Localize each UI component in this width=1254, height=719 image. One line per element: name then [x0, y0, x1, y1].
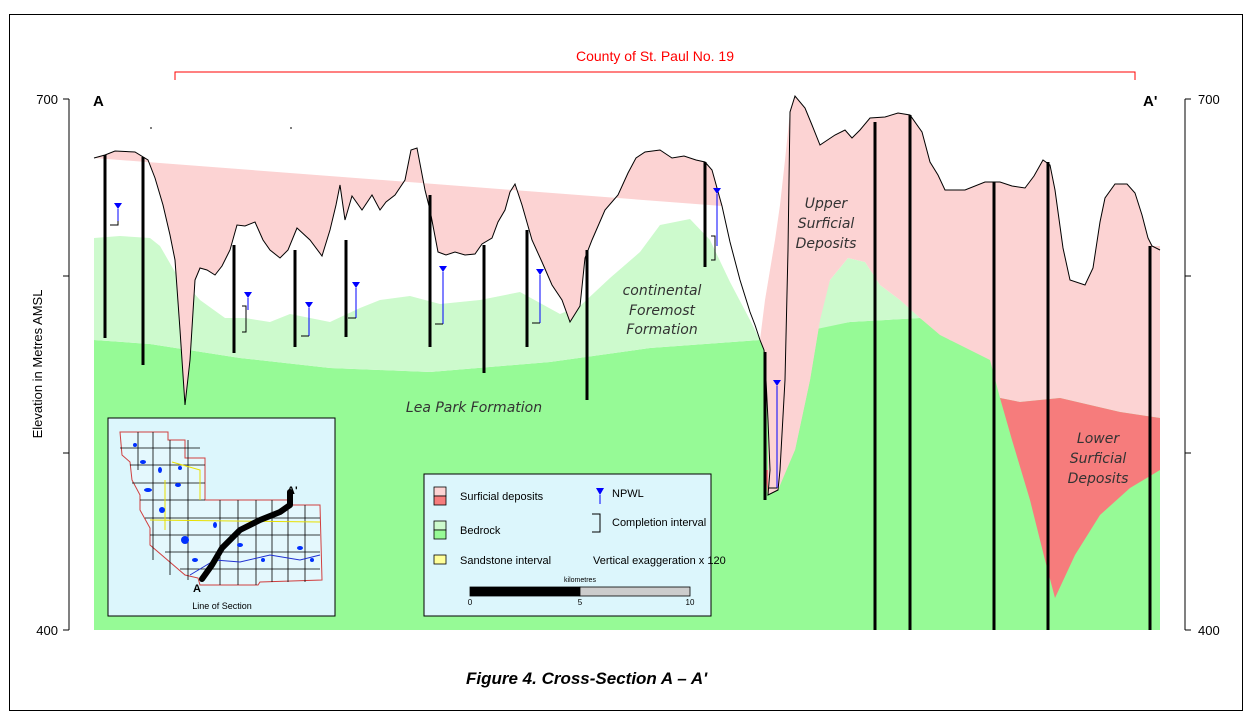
valley-bedrock-area	[760, 320, 820, 495]
svg-text:Upper: Upper	[805, 196, 849, 212]
section-end-label: A'	[1143, 93, 1157, 110]
foremost-formation-area	[94, 219, 760, 372]
scale-bar-black	[469, 586, 581, 597]
svg-text:continental: continental	[623, 283, 702, 299]
foremost-formation-east-area	[812, 258, 920, 330]
lea-park-label: Lea Park Formation	[406, 400, 542, 416]
scale-bar-grey	[579, 586, 691, 597]
inset-label-a: A	[193, 583, 201, 595]
location-map-inset: A A' Line of Section	[107, 417, 336, 617]
legend-npwl-label: NPWL	[612, 488, 644, 500]
svg-text:Foremost: Foremost	[629, 303, 695, 319]
scale-label-10: 10	[686, 598, 695, 607]
legend-bedrock-label: Bedrock	[460, 525, 501, 537]
npwl-marker	[769, 380, 781, 489]
county-label: County of St. Paul No. 19	[576, 48, 734, 64]
legend-completion-label: Completion interval	[612, 517, 706, 529]
upper-surficial-label: Upper Surficial Deposits	[796, 196, 857, 252]
section-start-label: A	[93, 93, 104, 110]
legend-sandstone-label: Sandstone interval	[460, 555, 551, 567]
npwl-markers	[110, 188, 781, 489]
lakes	[133, 443, 314, 562]
left-axis-top-label: 700	[36, 92, 58, 107]
legend-completion-symbol	[592, 513, 601, 533]
svg-text:Deposits: Deposits	[796, 236, 857, 252]
legend-surficial-swatch	[433, 486, 447, 506]
legend-npwl-symbol	[596, 488, 604, 504]
npwl-marker	[301, 302, 313, 337]
npwl-marker	[348, 282, 360, 319]
npwl-marker	[711, 188, 721, 261]
right-axis-bottom-label: 400	[1198, 623, 1220, 638]
highways	[149, 461, 321, 530]
legend: Surficial deposits Bedrock Sandstone int…	[423, 473, 726, 617]
figure-caption: Figure 4. Cross-Section A – A'	[466, 669, 708, 688]
legend-sandstone-swatch	[433, 554, 447, 565]
svg-text:Surficial: Surficial	[798, 216, 855, 232]
legend-surficial-label: Surficial deposits	[460, 491, 544, 503]
township-grid	[120, 432, 320, 585]
npwl-marker	[435, 266, 447, 325]
left-axis-title: Elevation in Metres AMSL	[30, 290, 45, 439]
continental-foremost-label: continental Foremost Formation	[623, 283, 702, 338]
right-axis-top-label: 700	[1198, 92, 1220, 107]
county-outline	[119, 431, 323, 586]
left-axis	[63, 98, 70, 631]
npwl-marker	[242, 292, 252, 333]
npwl-marker	[110, 203, 122, 226]
section-line	[199, 489, 293, 582]
inset-caption: Line of Section	[192, 601, 252, 611]
svg-text:Deposits: Deposits	[1068, 471, 1129, 487]
svg-text:Formation: Formation	[626, 322, 697, 338]
right-axis	[1184, 98, 1191, 631]
lower-surficial-label: Lower Surficial Deposits	[1068, 431, 1129, 487]
scale-title: kilometres	[564, 577, 596, 584]
county-bracket	[174, 71, 1136, 80]
lower-surficial-deposits-area	[1000, 398, 1160, 598]
inset-label-a-prime: A'	[287, 485, 298, 497]
legend-bedrock-swatch	[433, 520, 447, 540]
wells	[103, 115, 1152, 630]
ground-surface-line	[93, 94, 1161, 496]
scale-label-5: 5	[578, 598, 583, 607]
legend-exaggeration-label: Vertical exaggeration x 120	[593, 555, 726, 567]
svg-text:Surficial: Surficial	[1070, 451, 1127, 467]
svg-text:Lower: Lower	[1077, 431, 1120, 447]
left-axis-bottom-label: 400	[36, 623, 58, 638]
figure-frame	[9, 14, 1243, 711]
scale-label-0: 0	[468, 598, 473, 607]
npwl-marker	[532, 269, 544, 324]
upper-surficial-deposits-area	[94, 96, 1160, 470]
